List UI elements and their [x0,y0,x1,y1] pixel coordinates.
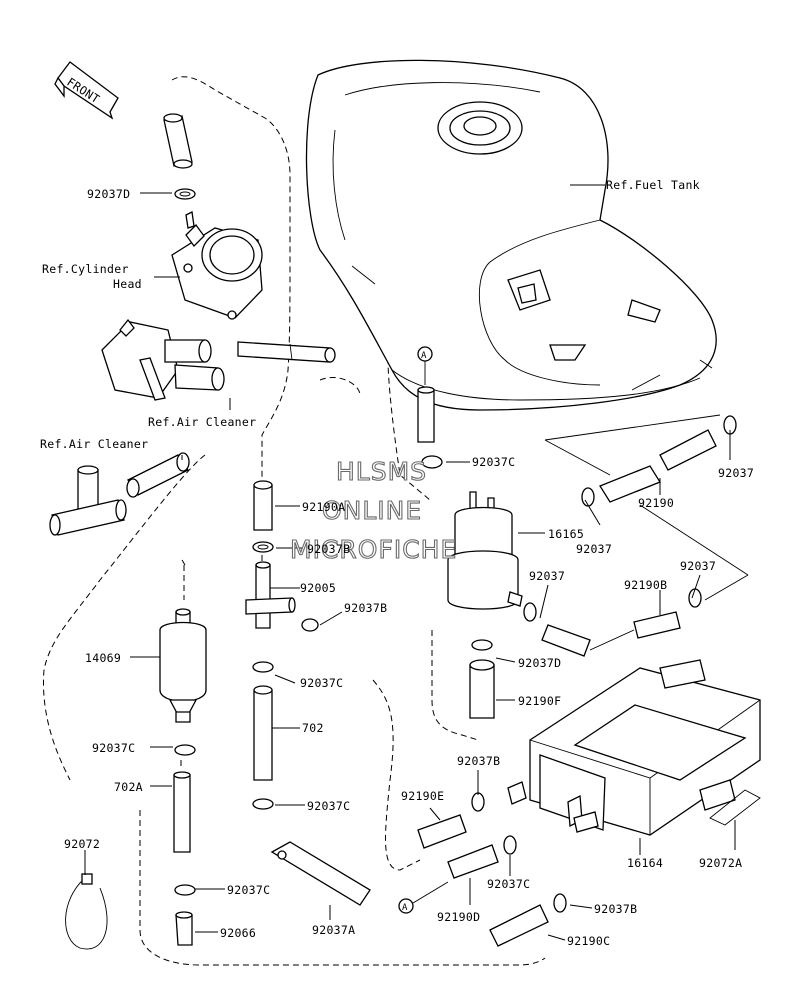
hose-92190F [469,659,495,719]
hose-92190E [417,814,467,849]
watermark-line-1: HLSMS [336,457,427,486]
clip-icon [503,835,517,855]
ref-cylinder-head-label-1: Ref.Cylinder [42,262,129,276]
pipe-702 [253,685,273,781]
part-label: 92037B [344,601,387,615]
part-label: 92037 [718,466,754,480]
hose-92190C [489,904,549,947]
part-label: 92037D [518,656,561,670]
part-label: 92190F [518,694,561,708]
part-label: 16164 [627,856,663,870]
part-label: 92037C [92,741,135,755]
part-label: 92066 [220,926,256,940]
hose-92190B [541,611,681,657]
marker-a-lower: A [398,881,449,914]
clip-icon [252,661,274,673]
ref-air-cleaner-label-1: Ref.Air Cleaner [148,415,256,429]
ref-air-cleaner-label-2: Ref.Air Cleaner [40,437,148,451]
hose-92190D [447,844,499,879]
clip-icon [252,541,274,553]
part-label: 92037C [300,676,343,690]
strap-92072A [709,789,761,826]
part-label: 702 [302,721,324,735]
part-label: 702A [114,780,143,794]
fitting-92066 [175,911,193,946]
svg-text:A: A [402,903,408,913]
t-fitting-left [49,465,127,536]
part-label: 92005 [300,581,336,595]
hose-92190 [544,414,749,601]
part-label: 92037 [529,569,565,583]
part-label: 92037B [307,542,350,556]
part-label: 92190A [302,500,345,514]
part-label: 92072A [699,856,742,870]
canister-16164 [507,659,761,836]
part-label: 92190C [567,934,610,948]
marker-a-upper: A [417,346,435,443]
part-label: 92190 [638,496,674,510]
clip-icons [174,188,737,913]
hose-air-cleaner-upper [237,341,336,363]
pipe-702A [173,771,191,853]
part-label: 92037 [576,542,612,556]
clip-icon [523,602,537,622]
fuel-tank [305,59,717,411]
cylinder-head-fitting [171,211,263,320]
part-label: 92037 [680,559,716,573]
part-label: 16165 [548,527,584,541]
hose-92190A [253,480,273,531]
clip-icon [301,618,319,632]
clip-icon [421,455,443,469]
part-label: 92037C [307,799,350,813]
filter-14069 [159,608,207,723]
separator-16165 [447,491,523,610]
part-label: 92072 [64,837,100,851]
clip-icon [471,639,493,651]
front-arrow-icon: FRONT [54,61,119,120]
air-cleaner-valve [101,318,225,401]
part-label: 92190D [437,910,480,924]
leader-lines [84,184,736,941]
clip-icon [581,487,595,507]
watermark-line-3: MICROFICHE [290,535,457,564]
part-label: 92037B [594,902,637,916]
clip-icon [553,893,567,913]
part-label: 92037C [472,455,515,469]
clip-icon [252,798,274,810]
hose-air-cleaner-left [126,452,190,498]
part-label: 92037D [87,187,130,201]
clip-icon [688,588,702,608]
part-label: 92037C [227,883,270,897]
band-92072 [65,873,108,950]
part-label: 92037B [457,754,500,768]
part-label: 92037C [487,877,530,891]
bracket-92037A [270,841,371,906]
ref-cylinder-head-label-2: Head [113,277,142,291]
part-label: 92190E [401,789,444,803]
clip-icon [174,744,196,756]
part-label: 92190B [624,578,667,592]
t-joint-92005 [245,561,296,629]
clip-icon [174,884,196,896]
clip-icon [174,188,196,200]
ref-fuel-tank-label: Ref.Fuel Tank [606,178,700,192]
hose-top-left [163,113,193,169]
clip-icon [471,792,485,812]
svg-text:A: A [421,351,427,361]
part-label: 14069 [85,651,121,665]
part-label: 92037A [312,923,355,937]
watermark-line-2: ONLINE [322,496,422,525]
